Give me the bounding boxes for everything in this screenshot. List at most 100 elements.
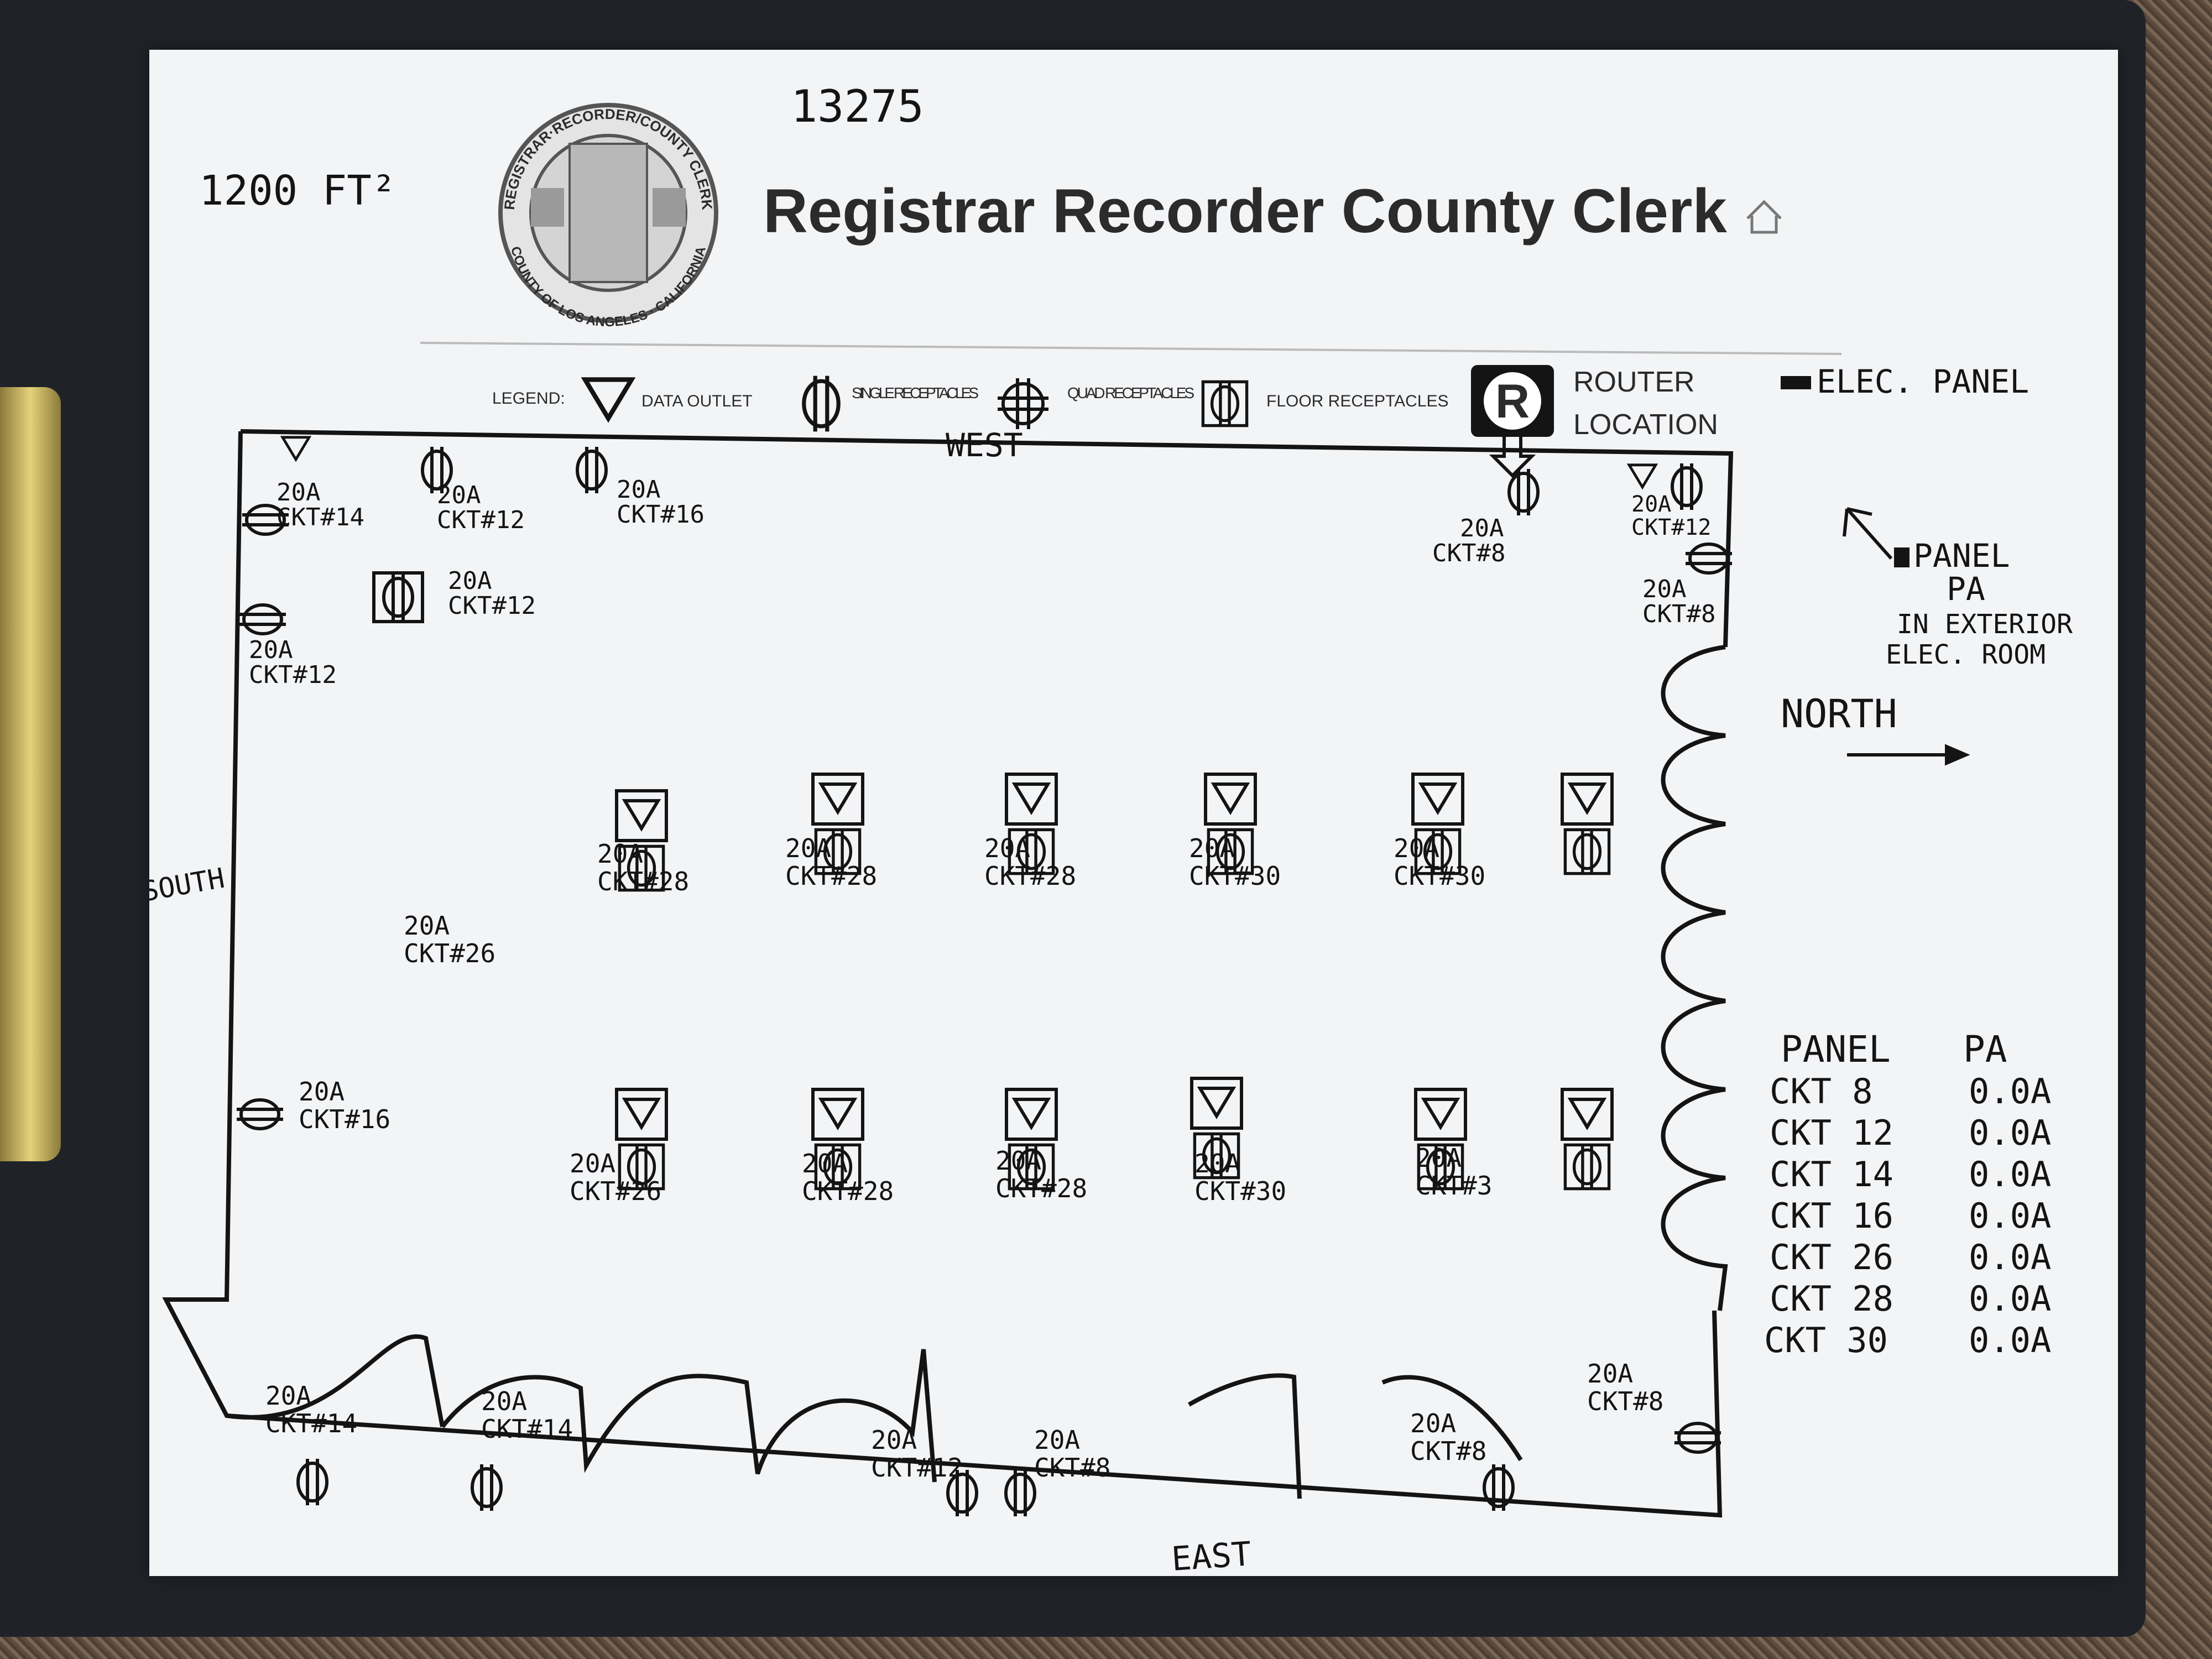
outlet-amp: 20A — [249, 636, 293, 664]
outlet-amp: 20A — [995, 1146, 1041, 1176]
direction-south: SOUTH — [149, 862, 227, 908]
outlet-amp: 20A — [1587, 1359, 1633, 1389]
outlet-amp: 20A — [1642, 575, 1686, 603]
outlet-circuit: CKT#8 — [1034, 1453, 1110, 1483]
direction-east: EAST — [1170, 1535, 1253, 1576]
outlet-amp: 20A — [437, 481, 481, 509]
outlet-circuit: CKT#12 — [437, 506, 525, 534]
outlet-amp: 20A — [1416, 1143, 1462, 1173]
legend-quad-receptacle-icon — [998, 378, 1048, 429]
outlet-amp: 20A — [276, 478, 320, 507]
area-label: 1200 FT² — [199, 167, 396, 215]
legend-single-receptacles: SINGLE RECEPTACLES — [852, 384, 979, 401]
doc-number: 13275 — [791, 81, 924, 132]
panel-row-circuit: CKT 28 — [1770, 1279, 1893, 1319]
panel-load-table: PANEL PA CKT 8 0.0A CKT 12 0.0A CKT 14 0… — [1764, 1028, 2051, 1360]
panel-row-circuit: CKT 8 — [1770, 1071, 1873, 1112]
outlet-circuit: CKT#26 — [570, 1176, 661, 1206]
data-outlet-icon — [283, 437, 309, 460]
legend-elec-panel: ELEC. PANEL — [1817, 363, 2029, 400]
single-receptacle-icon — [1674, 1423, 1721, 1452]
panel-row-circuit: CKT 30 — [1764, 1320, 1888, 1360]
outlet-amp: 20A — [448, 567, 492, 595]
single-receptacle-icon — [1672, 463, 1701, 510]
panel-row-amps: 0.0A — [1969, 1113, 2051, 1153]
outlet-amp: 20A — [802, 1149, 848, 1178]
direction-west: WEST — [946, 426, 1023, 464]
outlet-circuit: CKT#8 — [1432, 539, 1505, 567]
outlet-amp: 20A — [871, 1425, 917, 1455]
outlet-circuit: CKT#28 — [802, 1176, 894, 1206]
outlet-amp: 20A — [984, 833, 1030, 863]
legend-data-outlet: DATA OUTLET — [641, 392, 753, 410]
panel-arrow — [1843, 507, 1893, 560]
panel-row-circuit: CKT 12 — [1770, 1113, 1893, 1153]
panel-row-amps: 0.0A — [1969, 1196, 2051, 1236]
outlet-circuit: CKT#12 — [249, 661, 337, 689]
single-receptacle-icon — [1484, 1464, 1513, 1511]
panel-note-line1: PANEL — [1913, 537, 2010, 575]
router-symbol: R — [1495, 375, 1530, 428]
outlet-amp: 20A — [1394, 833, 1439, 863]
legend-data-outlet-icon — [585, 379, 632, 418]
outlet-amp: 20A — [617, 476, 660, 504]
outlet-circuit: CKT#26 — [404, 938, 495, 968]
legend-quad-receptacles: QUAD RECEPTACLES — [1067, 384, 1194, 401]
single-receptacle-icon — [298, 1459, 327, 1505]
outlet-circuit: CKT#28 — [984, 861, 1076, 891]
outlet-amp: 20A — [1189, 833, 1235, 863]
panel-note-line2: PA — [1947, 570, 1985, 608]
outlet-circuit: CKT#12 — [871, 1453, 963, 1483]
router-location-line2: LOCATION — [1573, 409, 1718, 441]
outlet-amp: 20A — [570, 1149, 615, 1178]
outlet-amp: 20A — [785, 833, 831, 863]
legend-floor-receptacle-icon — [1203, 382, 1246, 425]
panel-note-line3: IN EXTERIOR — [1897, 609, 2073, 640]
legend-label: LEGEND: — [492, 389, 565, 408]
single-receptacle-icon — [239, 605, 286, 634]
outlet-amp: 20A — [1460, 514, 1504, 542]
panel-row-circuit: CKT 16 — [1770, 1196, 1893, 1236]
single-receptacle-icon — [1686, 544, 1732, 573]
outlet-amp: 20A — [1034, 1425, 1080, 1455]
outlet-circuit: CKT#12 — [448, 592, 536, 620]
panel-pa-icon — [1894, 547, 1910, 567]
outlet-circuit: CKT#16 — [617, 500, 705, 529]
outlet-circuit: CKT#3 — [1416, 1171, 1492, 1201]
elec-panel-icon — [1781, 376, 1811, 389]
outlet-amp: 20A — [299, 1077, 345, 1107]
router-arrow — [1489, 437, 1536, 478]
county-seal: REGISTRAR·RECORDER/COUNTY CLERK COUNTY O… — [498, 103, 718, 330]
outlet-circuit: CKT#28 — [597, 867, 689, 896]
outlet-circuit: CKT#30 — [1189, 861, 1281, 891]
outlet-amp: 20A — [1410, 1408, 1456, 1438]
legend-single-receptacle-icon — [804, 376, 838, 432]
outlet-circuit: CKT#8 — [1642, 600, 1715, 628]
outlet-circuit: CKT#8 — [1410, 1436, 1486, 1466]
panel-row-circuit: CKT 14 — [1770, 1154, 1893, 1194]
outlet-circuit: CKT#14 — [265, 1408, 357, 1438]
panel-row-amps: 0.0A — [1969, 1154, 2051, 1194]
panel-row-amps: 0.0A — [1969, 1320, 2051, 1360]
direction-north: NORTH — [1781, 691, 1897, 737]
outlet-circuit: CKT#28 — [995, 1173, 1087, 1203]
outlet-circuit: CKT#8 — [1587, 1386, 1663, 1416]
binder-ring — [0, 387, 61, 1161]
floor-plan-sheet: 13275 1200 FT² REGISTRAR·RECORDER/COUNTY… — [149, 50, 2118, 1576]
single-receptacle-icon — [472, 1464, 501, 1511]
outlet-circuit: CKT#16 — [299, 1104, 390, 1134]
panel-row-circuit: CKT 26 — [1770, 1237, 1893, 1277]
outlet-amp: 20A — [481, 1386, 527, 1416]
single-receptacle-icon — [237, 1100, 283, 1129]
north-arrow — [1847, 744, 1970, 766]
header-divider — [420, 342, 1842, 355]
floor-box-icon — [617, 1089, 666, 1189]
panel-row-amps: 0.0A — [1969, 1071, 2051, 1112]
outlet-circuit: CKT#12 — [1631, 515, 1712, 540]
home-icon[interactable] — [1746, 200, 1782, 234]
panel-table-header-right: PA — [1963, 1028, 2007, 1071]
legend-floor-receptacles: FLOOR RECEPTACLES — [1266, 392, 1449, 410]
panel-row-amps: 0.0A — [1969, 1237, 2051, 1277]
panel-table-header-left: PANEL — [1781, 1028, 1891, 1071]
